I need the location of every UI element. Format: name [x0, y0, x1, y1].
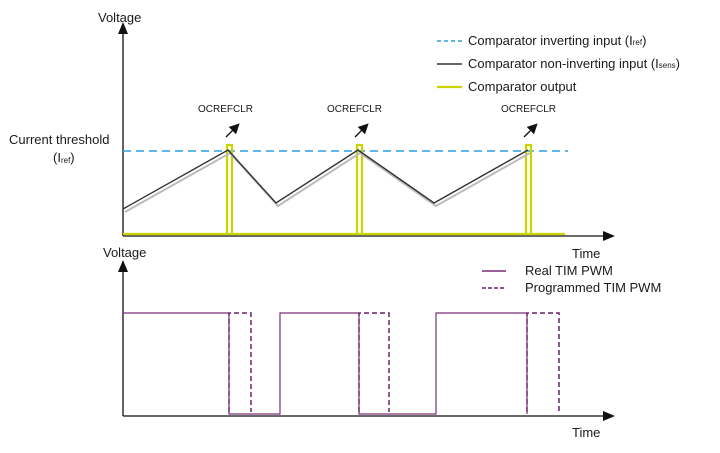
threshold-label-line2: (Iref): [53, 150, 75, 165]
top-y-axis-label: Voltage: [98, 10, 141, 25]
top-x-axis-arrow: [603, 231, 615, 241]
bottom-legend: Real TIM PWM Programmed TIM PWM: [482, 263, 661, 295]
ocrefclr-marker: OCREFCLR: [501, 104, 556, 138]
top-x-axis-label: Time: [572, 246, 600, 261]
comparator-pulse: [225, 143, 234, 236]
bottom-x-axis-label: Time: [572, 425, 600, 440]
svg-text:OCREFCLR: OCREFCLR: [327, 104, 382, 115]
svg-text:OCREFCLR: OCREFCLR: [198, 104, 253, 115]
ocrefclr-marker: OCREFCLR: [198, 104, 253, 138]
bottom-y-axis-label: Voltage: [103, 245, 146, 260]
legend-output-label: Comparator output: [468, 79, 577, 94]
comparator-output-trace: [123, 143, 565, 236]
legend-inverting-label: Comparator inverting input (Iref): [468, 33, 646, 48]
comparator-pulse: [355, 143, 364, 236]
top-panel: Voltage Time Current threshold (Iref) OC…: [9, 10, 680, 261]
top-legend: Comparator inverting input (Iref) Compar…: [437, 33, 680, 94]
legend-non-inverting-label: Comparator non-inverting input (Isens): [468, 56, 680, 71]
programmed-pwm-trace: [228, 312, 560, 412]
ocrefclr-marker: OCREFCLR: [327, 104, 382, 138]
bottom-x-axis-arrow: [603, 411, 615, 421]
bottom-y-axis-arrow: [118, 260, 128, 272]
svg-text:OCREFCLR: OCREFCLR: [501, 104, 556, 115]
comparator-pulse: [524, 143, 533, 236]
bottom-panel: Voltage Time Real TIM PWM Programmed TIM…: [103, 245, 661, 440]
top-y-axis-arrow: [118, 22, 128, 34]
sense-signal-shadow: [124, 151, 531, 213]
legend-real-label: Real TIM PWM: [525, 263, 613, 278]
threshold-label-line1: Current threshold: [9, 132, 109, 147]
sense-signal-trace: [122, 149, 529, 210]
real-pwm-trace: [123, 312, 528, 415]
legend-programmed-label: Programmed TIM PWM: [525, 280, 661, 295]
